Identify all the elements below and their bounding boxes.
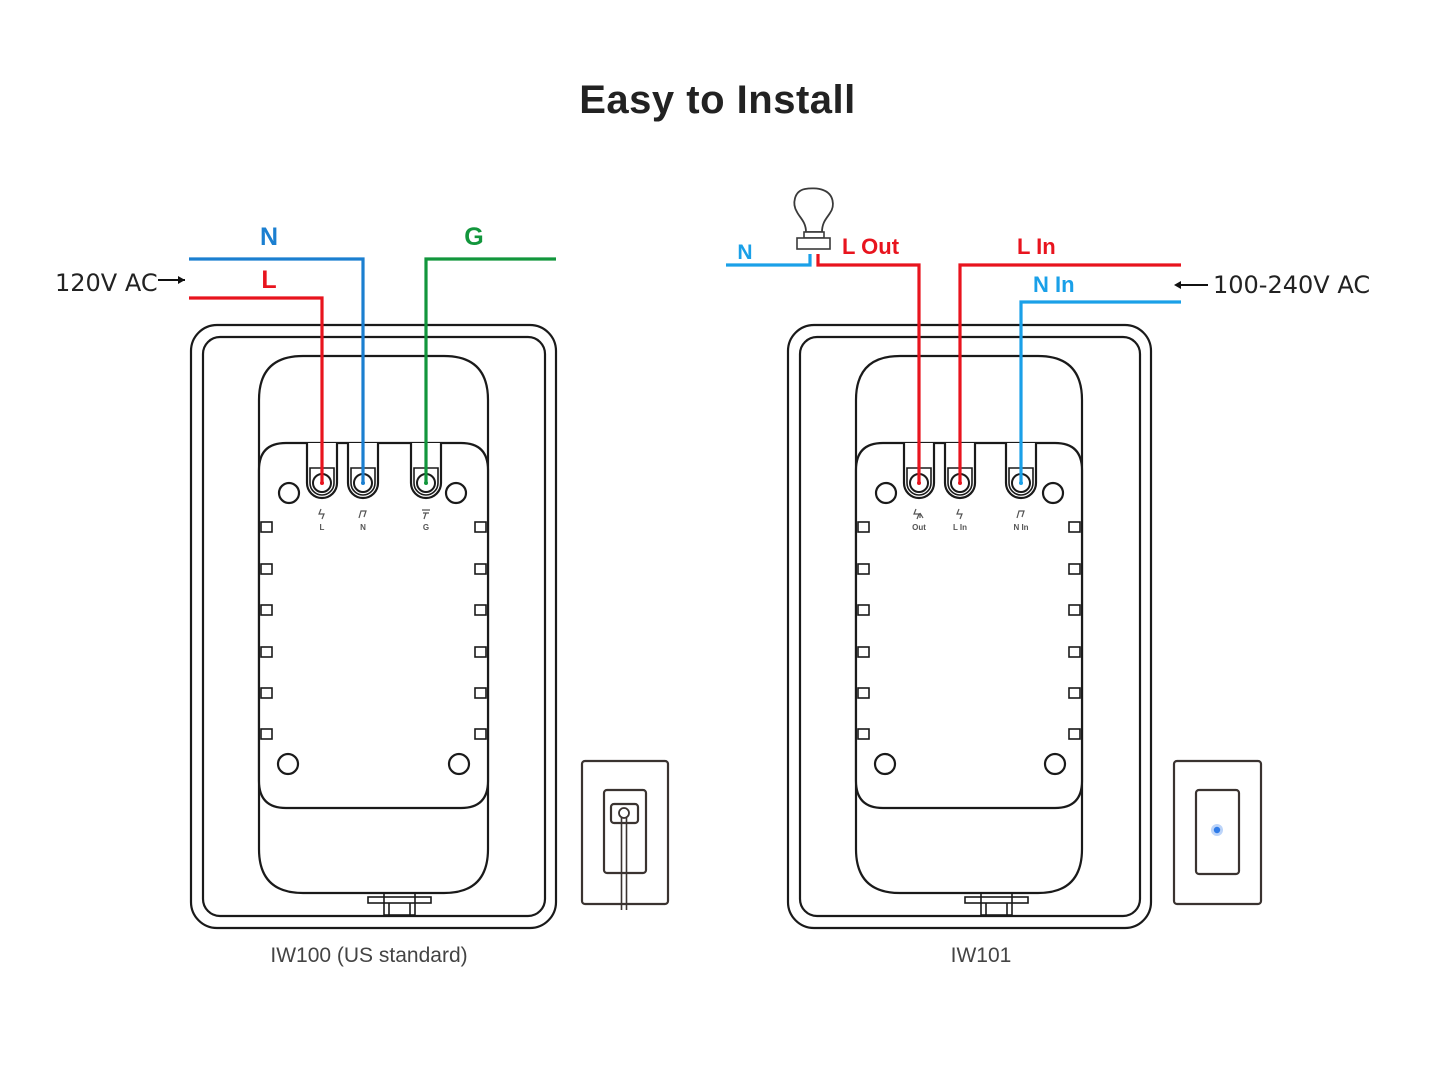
terminal-label: L In (953, 523, 967, 532)
wire-line-out (816, 254, 921, 483)
mount-hole (276, 752, 300, 776)
device-caption: IW100 (US standard) (270, 944, 467, 967)
wire-end (958, 481, 962, 485)
neutral-icon (358, 510, 367, 519)
mount-hole (1041, 481, 1065, 505)
mount-hole (873, 752, 897, 776)
device-caption: IW101 (951, 944, 1012, 967)
switch-button (609, 802, 640, 825)
terminal-label: N (360, 523, 366, 532)
terminal-label: G (423, 523, 429, 532)
wires-iw100: N L G 120V AC (55, 223, 556, 485)
device-iw101 (786, 323, 1153, 930)
mount-hole (444, 481, 468, 505)
wire-end (424, 481, 428, 485)
wire-neutral-in (1019, 300, 1181, 483)
wire-end (320, 481, 324, 485)
supply-label: 120V AC (55, 269, 158, 297)
terminal-label: L (320, 523, 325, 532)
terminal-label: Out (912, 523, 926, 532)
wire-label-neutral: N (260, 223, 278, 251)
arrow-right-icon (158, 276, 185, 284)
wire-neutral-load (726, 254, 812, 267)
wire-label-neutral: N (737, 241, 752, 264)
wire-label-line: L (261, 266, 276, 294)
ground-icon (422, 509, 430, 520)
wire-end (917, 481, 921, 485)
wall-plate-outer (786, 323, 1153, 930)
wire-end (1019, 481, 1023, 485)
mount-hole (447, 752, 471, 776)
wire-neutral (189, 257, 365, 483)
wall-plate-inner (798, 335, 1142, 918)
device-iw100 (189, 323, 558, 930)
terminal-label: N In (1013, 523, 1028, 532)
front-view-iw101 (1172, 759, 1263, 906)
neutral-icon (1016, 510, 1025, 519)
led-indicator-icon (1213, 826, 1221, 834)
wire-entry (618, 807, 630, 819)
wire-label-ground: G (464, 223, 483, 251)
wire-label-line-in: L In (1017, 234, 1056, 259)
wall-plate-inner (201, 335, 547, 918)
module-side-tabs (857, 521, 1081, 740)
wire-ground (424, 257, 556, 483)
back-body (257, 354, 490, 895)
wire-line-in (958, 263, 1181, 483)
mount-hole (1043, 752, 1067, 776)
mount-hole (874, 481, 898, 505)
switch-plate (1172, 759, 1263, 906)
wire-line (189, 296, 324, 483)
wall-plate-outer (189, 323, 558, 930)
page-title: Easy to Install (579, 78, 856, 122)
switch-plate (580, 759, 670, 906)
switch-rocker (1194, 788, 1241, 876)
bottom-clip (964, 892, 1029, 916)
front-view-iw100 (580, 759, 670, 910)
mount-hole (277, 481, 301, 505)
wires-iw101: N L Out L In N In 100-240V AC (726, 187, 1370, 485)
lightning-icon (318, 508, 325, 520)
wire-end (361, 481, 365, 485)
wire-label-neutral-in: N In (1033, 272, 1075, 297)
lightning-icon (956, 508, 963, 520)
supply-label: 100-240V AC (1213, 271, 1370, 299)
arrow-left-icon (1174, 281, 1208, 289)
module-side-tabs (260, 521, 487, 740)
terminal-module (257, 441, 490, 810)
light-bulb-icon (793, 187, 834, 250)
terminal-module (854, 441, 1084, 810)
lightning-out-icon (913, 508, 924, 520)
wire-label-line-out: L Out (842, 234, 900, 259)
bottom-clip (367, 892, 432, 916)
switch-rocker (602, 788, 648, 875)
back-body (854, 354, 1084, 895)
